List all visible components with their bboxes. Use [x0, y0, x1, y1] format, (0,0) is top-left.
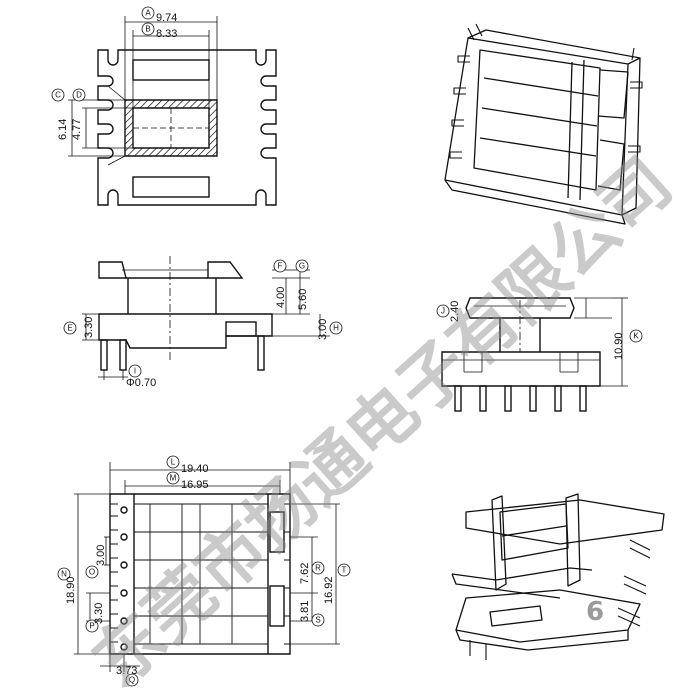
- dim-id-S: S: [315, 616, 320, 625]
- dim-value-E: 3.30: [83, 317, 95, 338]
- bottom-view: [74, 462, 340, 672]
- iso-view-top: [444, 23, 643, 225]
- top-window-upper: [132, 59, 210, 81]
- dim-value-S: 3.81: [299, 601, 311, 622]
- dim-id-B: B: [145, 25, 150, 34]
- dim-value-O: 3.00: [95, 545, 107, 566]
- dim-id-T: T: [342, 566, 347, 575]
- dim-id-I: I: [134, 367, 136, 376]
- dim-value-I: Φ0.70: [126, 377, 156, 389]
- dim-value-B: 8.33: [156, 28, 177, 40]
- top-core-hatch: [124, 99, 218, 157]
- end-view: [441, 297, 628, 412]
- end-view-labels: J 2.40 K 10.90: [436, 301, 643, 360]
- dim-id-J: J: [441, 307, 445, 316]
- dim-id-L: L: [171, 458, 176, 467]
- dim-value-G: 5.60: [297, 289, 309, 310]
- dim-id-D: D: [76, 91, 82, 100]
- side-view: [82, 256, 330, 380]
- dim-value-D: 4.77: [71, 119, 83, 140]
- dim-id-H: H: [333, 324, 339, 333]
- dim-id-A: A: [145, 9, 151, 18]
- bottom-left-slots: [110, 503, 128, 651]
- dim-id-E: E: [67, 324, 72, 333]
- dim-value-Q: 3.73: [116, 665, 137, 677]
- dim-value-F: 4.00: [275, 287, 287, 308]
- dim-value-L: 19.40: [181, 463, 209, 475]
- dim-id-K: K: [633, 332, 639, 341]
- bottom-view-labels: L 19.40 M 16.95 N 18.90 O 3.00 P 3.30 Q …: [57, 455, 351, 687]
- dim-id-N: N: [61, 570, 67, 579]
- end-pins: [454, 385, 587, 412]
- top-view-outline: [97, 49, 277, 206]
- dim-id-P: P: [89, 622, 94, 631]
- top-view-labels: A 9.74 B 8.33 C 6.14 D 4.77: [51, 6, 177, 140]
- side-pins: [100, 335, 265, 371]
- dim-value-P: 3.30: [93, 603, 105, 624]
- top-window-lower: [132, 176, 210, 198]
- dim-id-M: M: [170, 474, 177, 483]
- dim-value-T: 16.92: [323, 576, 335, 604]
- dim-id-O: O: [89, 568, 95, 577]
- dim-id-R: R: [315, 564, 321, 573]
- dim-value-A: 9.74: [156, 12, 177, 24]
- dim-id-G: G: [299, 262, 305, 271]
- iso-view-bottom: [451, 493, 665, 660]
- dim-value-M: 16.95: [181, 479, 209, 491]
- page-number: 6: [586, 597, 604, 627]
- dim-value-K: 10.90: [613, 332, 625, 360]
- dim-value-R: 7.62: [299, 563, 311, 584]
- side-view-labels: E 3.30 F 4.00 G 5.60 H 3.00 I Φ0.70: [63, 259, 343, 389]
- dim-id-F: F: [278, 262, 283, 271]
- dim-value-C: 6.14: [57, 119, 69, 140]
- top-view: [68, 16, 277, 206]
- dim-value-N: 18.90: [65, 576, 77, 604]
- dim-id-Q: Q: [129, 676, 135, 685]
- dim-id-C: C: [55, 91, 61, 100]
- dim-value-H: 3.00: [317, 319, 329, 340]
- dim-value-J: 2.40: [449, 301, 461, 322]
